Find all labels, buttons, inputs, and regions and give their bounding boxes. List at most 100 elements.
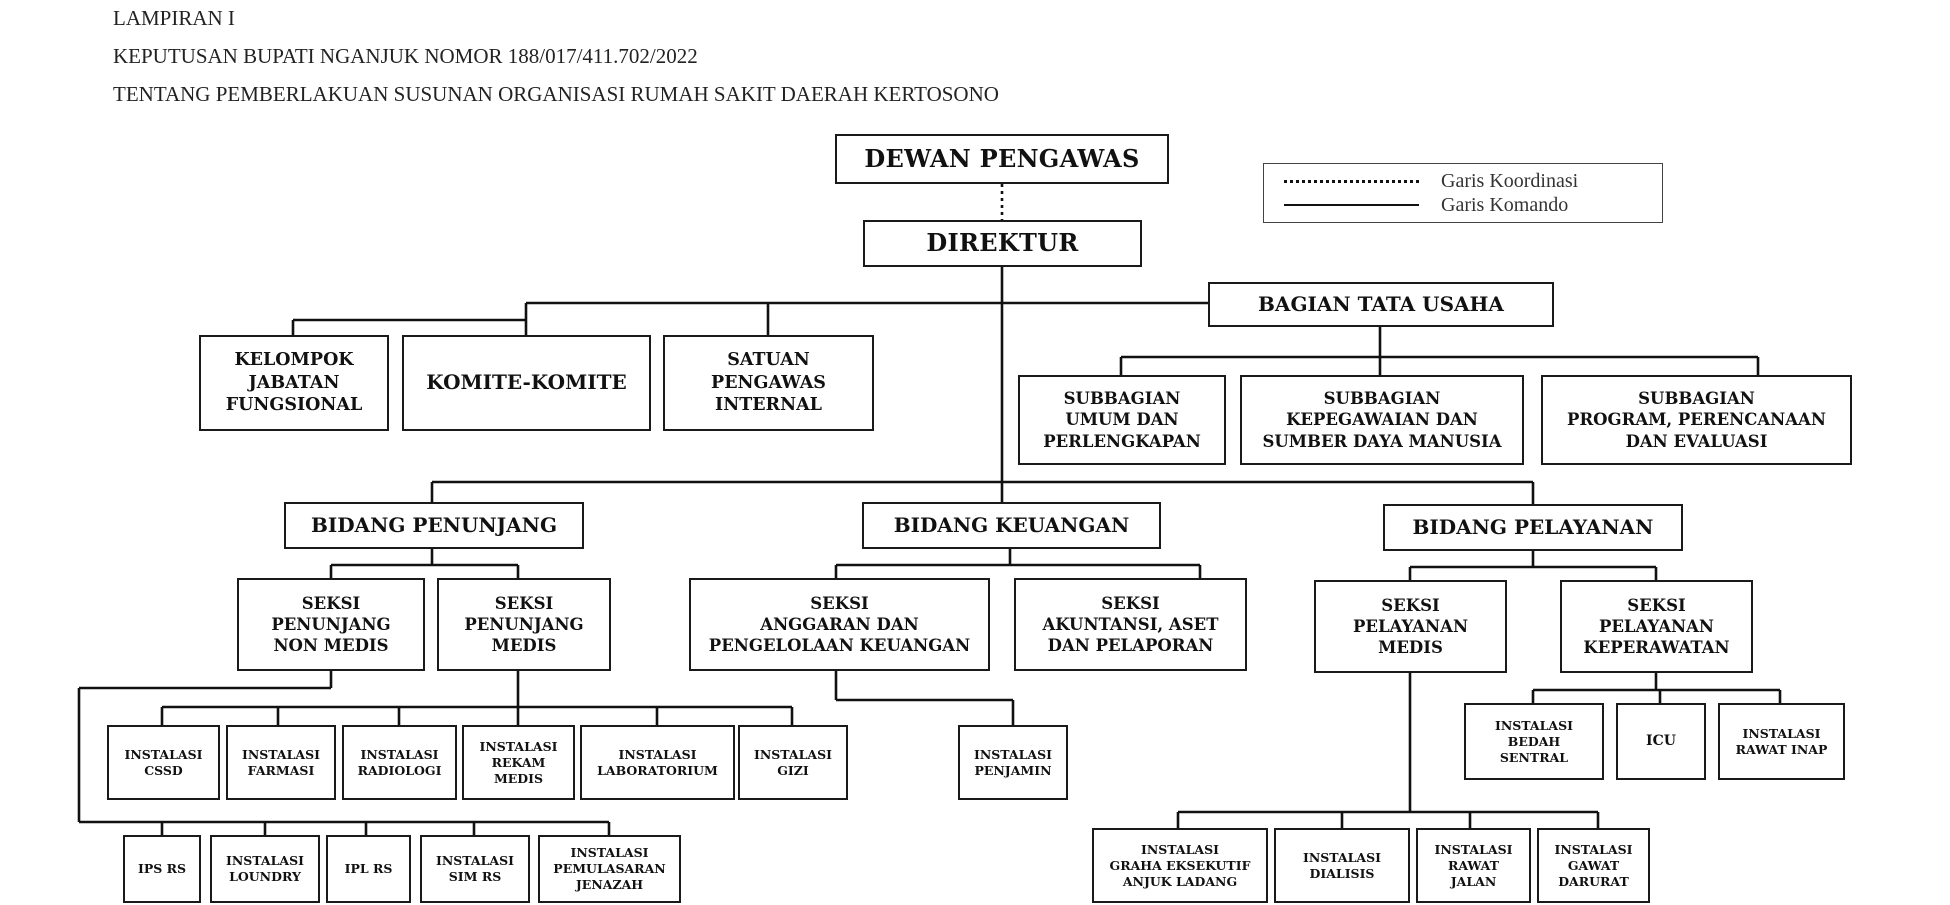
node-label-line: BEDAH xyxy=(1507,733,1561,749)
header-line-1: LAMPIRAN I xyxy=(113,6,235,30)
node-label-line: GAWAT xyxy=(1567,857,1620,873)
node-label-line: DAN EVALUASI xyxy=(1625,431,1768,451)
node-label: DIREKTUR xyxy=(926,228,1078,259)
node-label-line: PEMULASARAN xyxy=(553,861,666,876)
node-komite-komite: KOMITE-KOMITE xyxy=(402,335,651,431)
node-label: IPL RS xyxy=(345,861,393,877)
node-label-line: INSTALASI xyxy=(1742,725,1821,741)
node-label-line: KOMITE-KOMITE xyxy=(426,370,627,395)
node-dewan-pengawas: DEWAN PENGAWAS xyxy=(835,134,1169,184)
node-label-line: SUBBAGIAN xyxy=(1063,389,1181,409)
node-label-line: DEWAN PENGAWAS xyxy=(864,143,1140,173)
node-label-line: PENJAMIN xyxy=(974,762,1052,778)
node-label-line: INSTALASI xyxy=(570,845,649,860)
node-label-line: ANJUK LADANG xyxy=(1122,873,1238,889)
node-label-line: SATUAN xyxy=(727,350,810,371)
node-label-line: DIREKTUR xyxy=(926,228,1079,258)
node-label: BIDANG PELAYANAN xyxy=(1413,515,1654,541)
legend: Garis Koordinasi Garis Komando xyxy=(1263,163,1663,223)
node-label-line: INSTALASI xyxy=(1434,841,1513,857)
node-label-line: PELAYANAN xyxy=(1598,616,1715,636)
node-label-line: INSTALASI xyxy=(124,746,203,762)
header-line-2: KEPUTUSAN BUPATI NGANJUK NOMOR 188/017/4… xyxy=(113,44,698,68)
node-label-line: INSTALASI xyxy=(436,853,514,868)
node-label-line: BIDANG KEUANGAN xyxy=(893,512,1130,537)
node-label-line: REKAM xyxy=(491,754,546,770)
node-label-line: INSTALASI xyxy=(360,746,439,762)
node-label: BIDANG PENUNJANG xyxy=(311,513,557,539)
node-label-line: PROGRAM, PERENCANAAN xyxy=(1567,410,1826,430)
node-label-line: BIDANG PELAYANAN xyxy=(1412,514,1654,539)
node-ips-rs: IPS RS xyxy=(123,835,201,903)
node-label-line: SUBBAGIAN xyxy=(1638,389,1755,409)
node-label-line: DIALISIS xyxy=(1309,865,1375,881)
node-label-line: FARMASI xyxy=(247,762,315,778)
node-label-line: AKUNTANSI, ASET xyxy=(1042,614,1219,634)
node-label-line: GIZI xyxy=(777,762,809,778)
node-bidang-pelayanan: BIDANG PELAYANAN xyxy=(1383,504,1683,551)
node-label-line: INSTALASI xyxy=(1495,717,1573,733)
node-label-line: PENUNJANG xyxy=(464,614,584,634)
header-line-3: TENTANG PEMBERLAKUAN SUSUNAN ORGANISASI … xyxy=(113,82,999,106)
node-ipl-rs: IPL RS xyxy=(326,835,411,903)
node-label-line: JENAZAH xyxy=(575,877,644,892)
node-label-line: PENUNJANG xyxy=(271,614,391,634)
node-label-line: SUMBER DAYA MANUSIA xyxy=(1262,431,1502,451)
legend-coordination: Garis Koordinasi xyxy=(1284,169,1578,193)
node-label-line: SENTRAL xyxy=(1499,749,1569,765)
node-label-line: DARURAT xyxy=(1558,873,1629,889)
node-label-line: IPS RS xyxy=(137,861,187,876)
node-label-line: INSTALASI xyxy=(1141,841,1219,857)
node-label-line: JABATAN xyxy=(248,372,340,393)
node-label-line: ANGGARAN DAN xyxy=(760,614,919,634)
node-label-line: DAN PELAPORAN xyxy=(1047,636,1214,656)
node-label-line: FUNGSIONAL xyxy=(225,395,363,416)
legend-coordination-label: Garis Koordinasi xyxy=(1441,169,1579,192)
node-label-line: LOUNDRY xyxy=(229,869,301,884)
node-label-line: RAWAT xyxy=(1447,857,1499,873)
node-label-line: LABORATORIUM xyxy=(597,762,718,778)
node-label-line: RAWAT INAP xyxy=(1735,741,1828,757)
node-label: ICU xyxy=(1646,733,1676,751)
solid-line-swatch xyxy=(1284,204,1419,206)
node-label-line: SEKSI xyxy=(1101,593,1160,613)
node-label-line: INSTALASI xyxy=(618,746,697,762)
